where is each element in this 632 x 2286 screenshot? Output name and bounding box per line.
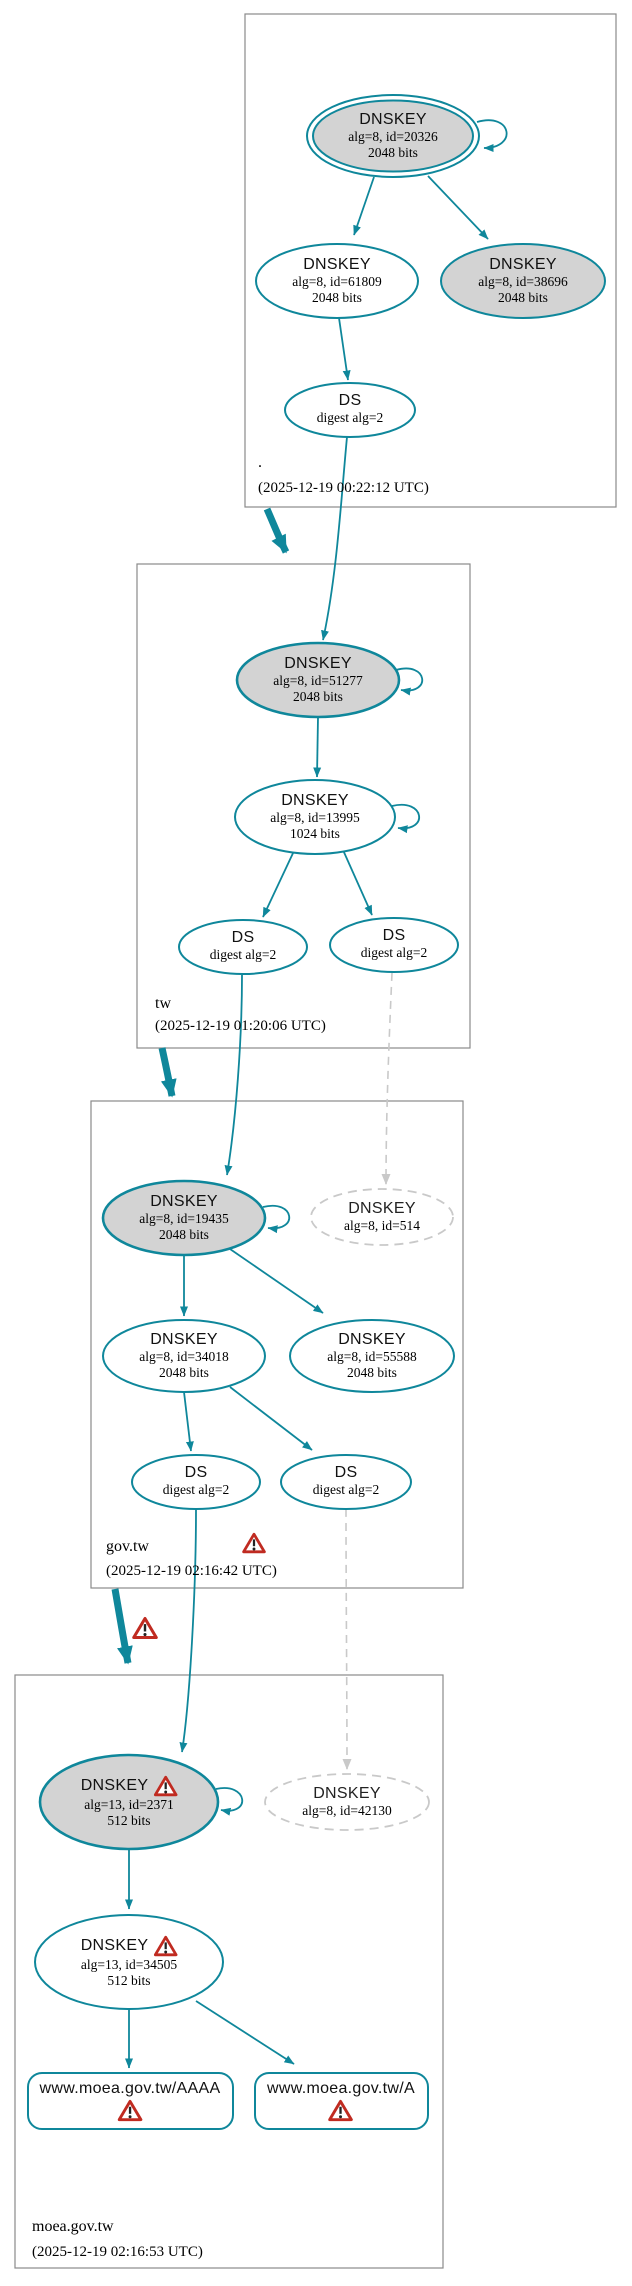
edge-tw-ds1-to-govtw-ksk bbox=[224, 974, 243, 1176]
zone-name-govtw: gov.tw bbox=[106, 1538, 149, 1555]
node-moea-missing-shape[interactable] bbox=[264, 1773, 430, 1831]
node-govtw-zsk-shape[interactable] bbox=[102, 1319, 266, 1393]
zone-name-moea: moea.gov.tw bbox=[32, 2218, 114, 2235]
edge-tw-ds2-to-govtw-missing-dashed bbox=[381, 972, 393, 1185]
delegation-warning-icon[interactable] bbox=[132, 1616, 158, 1640]
govtw-warning-icon[interactable] bbox=[242, 1532, 266, 1554]
zone-timestamp-govtw: (2025-12-19 02:16:42 UTC) bbox=[106, 1563, 277, 1579]
node-moea-ksk-shape[interactable] bbox=[38, 1753, 220, 1851]
node-govtw-missing-shape[interactable] bbox=[310, 1188, 454, 1246]
zone-box-govtw bbox=[90, 1100, 464, 1589]
edge-34018-to-ds2 bbox=[229, 1386, 313, 1451]
edge-20326-to-38696 bbox=[427, 175, 489, 240]
delegation-arrow-root-tw bbox=[263, 507, 290, 554]
node-root-zsk-shape[interactable] bbox=[255, 243, 419, 319]
node-moea-rrset-aaaa-shape[interactable] bbox=[27, 2072, 234, 2130]
selfloop-51277 bbox=[395, 667, 424, 696]
edge-34505-to-a bbox=[195, 2000, 295, 2065]
node-moea-rrset-a-shape[interactable] bbox=[254, 2072, 429, 2130]
edge-34018-to-ds1 bbox=[183, 1391, 194, 1452]
edge-51277-to-13995 bbox=[313, 716, 322, 778]
node-govtw-ds2-shape[interactable] bbox=[280, 1454, 412, 1510]
node-root-key2-shape[interactable] bbox=[440, 243, 606, 319]
edge-13995-to-ds2 bbox=[342, 849, 373, 916]
zone-timestamp-tw: (2025-12-19 01:20:06 UTC) bbox=[155, 1018, 326, 1034]
edge-govtw-ds1-to-moea-ksk bbox=[179, 1508, 197, 1753]
zone-box-moea bbox=[14, 1674, 444, 2269]
edge-govtw-ds2-to-moea-missing-dashed bbox=[342, 1508, 352, 1770]
node-root-ds-shape[interactable] bbox=[284, 382, 416, 438]
node-tw-ds2-shape[interactable] bbox=[329, 917, 459, 973]
zone-name-tw: tw bbox=[155, 995, 171, 1012]
delegation-arrow-govtw-moea bbox=[111, 1588, 133, 1665]
zone-name-root: . bbox=[258, 454, 262, 471]
node-moea-zsk-shape[interactable] bbox=[34, 1914, 224, 2010]
selfloop-19435 bbox=[262, 1204, 291, 1234]
zone-timestamp-moea: (2025-12-19 02:16:53 UTC) bbox=[32, 2244, 203, 2260]
selfloop-20326 bbox=[476, 119, 508, 152]
node-tw-ksk-shape[interactable] bbox=[235, 641, 401, 719]
delegation-arrow-tw-govtw bbox=[158, 1047, 177, 1098]
node-tw-ds1-shape[interactable] bbox=[178, 919, 308, 975]
node-govtw-ds1-shape[interactable] bbox=[131, 1454, 261, 1510]
node-root-ksk-shape[interactable] bbox=[312, 99, 474, 173]
node-govtw-ksk-shape[interactable] bbox=[101, 1179, 267, 1257]
node-tw-zsk-shape[interactable] bbox=[234, 779, 396, 855]
node-govtw-key2-shape[interactable] bbox=[289, 1319, 455, 1393]
edge-61809-to-ds bbox=[338, 317, 351, 381]
edge-20326-to-61809 bbox=[353, 176, 375, 236]
zone-box-tw bbox=[136, 563, 471, 1049]
edge-root-ds-to-tw-ksk bbox=[321, 436, 348, 641]
zone-box-root bbox=[244, 13, 617, 508]
edge-19435-to-55588 bbox=[229, 1248, 324, 1314]
selfloop-2371 bbox=[215, 1787, 244, 1816]
edge-13995-to-ds1 bbox=[262, 850, 295, 918]
selfloop-13995 bbox=[391, 803, 420, 834]
zone-timestamp-root: (2025-12-19 00:22:12 UTC) bbox=[258, 480, 429, 496]
